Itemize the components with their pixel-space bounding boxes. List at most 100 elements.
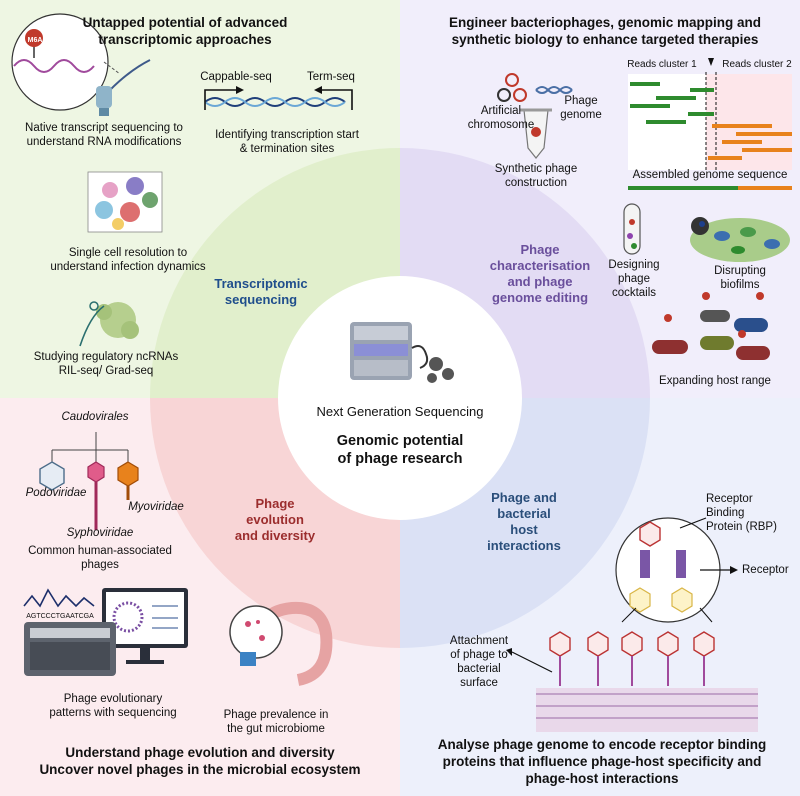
ring-line: Phage <box>520 242 560 257</box>
evolutionary-patterns-caption: Phage evolutionary patterns with sequenc… <box>28 692 198 720</box>
ring-line: Transcriptomic <box>214 276 308 291</box>
heading-line: proteins that influence phage-host speci… <box>442 754 762 769</box>
title-line: of phage research <box>337 451 463 467</box>
myoviridae-label: Myoviridae <box>128 501 184 513</box>
ncrna-illustration <box>79 301 139 347</box>
caption-line: RIL-seq/ Grad-seq <box>58 365 154 377</box>
title-line: Genomic potential <box>336 433 464 449</box>
sequence-text: AGTCCCTGAATCGA <box>26 613 94 620</box>
caption-line: Single cell resolution to <box>68 247 188 259</box>
myoviridae-icon <box>117 461 139 487</box>
transcription-dna-illustration <box>204 86 353 110</box>
ring-label-interactions: Phage and bacterial host interactions <box>474 490 574 554</box>
reads-cluster-2-label: Reads cluster 2 <box>722 59 792 70</box>
ring-label-transcriptomic: Transcriptomic sequencing <box>196 276 326 308</box>
center-circle <box>278 276 522 520</box>
heading-line: phage-host interactions <box>525 771 679 786</box>
phage-taxonomy-tree <box>39 432 139 530</box>
sequencer-icon <box>350 322 454 383</box>
engineering-heading: Engineer bacteriophages, genomic mapping… <box>420 14 790 48</box>
caption-line: Studying regulatory ncRNAs <box>33 351 179 363</box>
evolution-heading: Understand phage evolution and diversity… <box>10 744 390 778</box>
assembled-genome-label: Assembled genome sequence <box>632 169 788 181</box>
caption-line: Artificial <box>480 105 522 117</box>
caption-line: Binding <box>706 507 745 519</box>
caption-line: understand RNA modifications <box>26 136 182 148</box>
ring-line: interactions <box>487 538 561 553</box>
ring-line: Phage <box>255 496 295 511</box>
phage-genome-dna-icon <box>535 86 573 94</box>
caption-line: Receptor <box>706 493 753 505</box>
phage-cocktails-caption: Designing phage cocktails <box>602 258 666 300</box>
synthetic-phage-caption: Synthetic phage construction <box>486 162 586 190</box>
caption-line: & termination sites <box>239 143 335 155</box>
attachment-caption: Attachment of phage to bacterial surface <box>444 634 514 690</box>
podoviridae-label: Podoviridae <box>25 487 87 499</box>
gut-microbiome-caption: Phage prevalence in the gut microbiome <box>206 708 346 736</box>
heading-line: Engineer bacteriophages, genomic mapping… <box>448 15 762 30</box>
sequence-graph-icon <box>23 588 95 608</box>
caption-line: Common human-associated <box>28 545 172 557</box>
phage-cocktail-tube-icon <box>623 203 641 255</box>
transcription-sites-caption: Identifying transcription start & termin… <box>192 128 382 156</box>
cappable-seq-label: Cappable-seq <box>200 71 272 83</box>
artificial-chromosome-label: Artificial chromosome <box>466 104 536 132</box>
rbp-label: Receptor Binding Protein (RBP) <box>706 492 796 534</box>
heading-line: synthetic biology to enhance targeted th… <box>451 32 759 47</box>
phage-genome-label: Phage genome <box>556 94 606 122</box>
forward-arrow-icon <box>204 89 236 110</box>
ring-line: and diversity <box>234 528 316 543</box>
bacterial-surface-illustration <box>506 607 758 732</box>
monitor-icon <box>102 588 188 664</box>
caption-line: Protein (RBP) <box>706 521 777 533</box>
ring-line: genome editing <box>491 290 589 305</box>
caption-line: patterns with sequencing <box>49 707 177 719</box>
interactions-heading: Analyse phage genome to encode receptor … <box>410 736 794 787</box>
caption-line: biofilms <box>720 279 760 291</box>
reads-alignment-chart <box>628 58 792 190</box>
syphoviridae-label: Syphoviridae <box>66 527 134 539</box>
center-title: Genomic potential of phage research <box>300 432 500 468</box>
caption-line: Phage evolutionary <box>63 693 163 705</box>
transcriptomic-heading: Untapped potential of advanced transcrip… <box>30 14 340 48</box>
host-range-caption: Expanding host range <box>659 375 771 387</box>
ring-line: host <box>510 522 538 537</box>
ring-label-evolution: Phage evolution and diversity <box>220 496 330 544</box>
caption-line: cocktails <box>611 287 657 299</box>
artificial-chromosome-icon <box>497 73 527 102</box>
host-range-bacteria-icon <box>652 292 770 360</box>
heading-line: Untapped potential of advanced <box>82 15 288 30</box>
rna-circle-illustration <box>11 13 151 116</box>
receptor-label: Receptor <box>742 564 789 576</box>
center-subtitle: Next Generation Sequencing <box>316 404 484 419</box>
caption-line: Attachment <box>449 635 509 647</box>
caption-line: Phage <box>564 95 598 107</box>
biofilm-caption: Disrupting biofilms <box>700 264 780 292</box>
native-transcript-caption: Native transcript sequencing to understa… <box>4 121 204 149</box>
caption-line: bacterial <box>457 663 501 675</box>
caption-line: the gut microbiome <box>227 723 325 735</box>
reverse-arrow-icon <box>322 89 353 110</box>
sequencer-machine-icon <box>24 622 116 676</box>
ring-label-characterisation: Phage characterisation and phage genome … <box>470 242 610 306</box>
heading-line: Analyse phage genome to encode receptor … <box>437 737 767 752</box>
m6a-label: M6A <box>27 37 43 44</box>
rbp-zoom-illustration <box>615 517 738 623</box>
caption-line: Disrupting <box>714 265 766 277</box>
term-seq-label: Term-seq <box>307 71 355 83</box>
syphoviridae-icon <box>87 461 105 483</box>
reads-cluster-1-label: Reads cluster 1 <box>627 59 697 70</box>
caption-line: phage <box>618 273 650 285</box>
caption-line: Designing <box>608 259 660 271</box>
caption-line: Identifying transcription start <box>215 129 359 141</box>
ring-line: characterisation <box>489 258 591 273</box>
caption-line: Phage prevalence in <box>223 709 329 721</box>
caption-line: phages <box>81 559 119 571</box>
caption-line: chromosome <box>467 119 535 131</box>
heading-line: Uncover novel phages in the microbial ec… <box>39 762 361 777</box>
ring-line: and phage <box>507 274 573 289</box>
caption-line: of phage to <box>450 649 508 661</box>
gut-microbiome-icon <box>229 601 333 686</box>
ring-line: sequencing <box>224 292 298 307</box>
